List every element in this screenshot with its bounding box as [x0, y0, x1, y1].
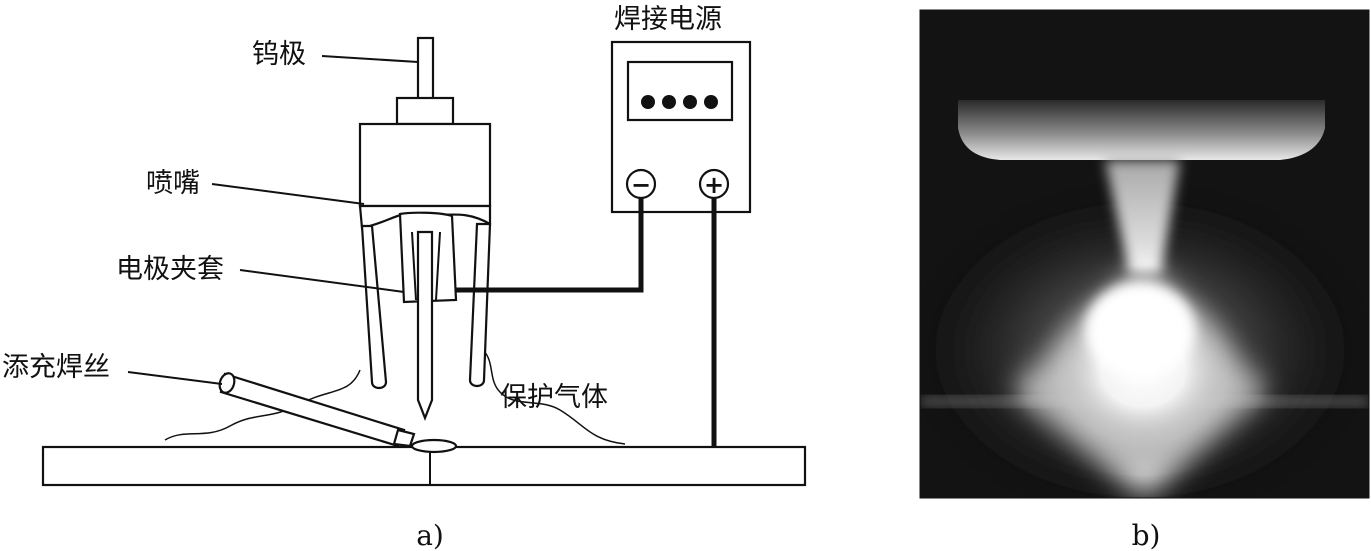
indicator-dot-4 — [704, 95, 718, 109]
caption-b: b) — [1132, 519, 1161, 551]
workpiece-plate — [41, 445, 807, 487]
tungsten-electrode-top — [416, 36, 435, 102]
label-power-source: 焊接电源 — [614, 4, 722, 35]
indicator-dot-1 — [641, 95, 655, 109]
label-collet: 电极夹套 — [116, 254, 224, 285]
nozzle-wall-left — [360, 224, 388, 390]
positive-terminal-symbol: + — [704, 171, 724, 199]
tungsten-electrode-lower — [416, 230, 434, 422]
leader-nozzle — [211, 183, 365, 205]
filler-wire-tip — [392, 428, 416, 448]
torch-body — [358, 122, 492, 208]
photo-electrode-cone — [1105, 160, 1180, 275]
nozzle-wall-right — [468, 222, 492, 388]
photo-arc-hot-spot — [1085, 282, 1195, 378]
photo-nozzle — [958, 100, 1325, 160]
label-tungsten-electrode: 钨极 — [252, 39, 306, 70]
weld-pool — [410, 438, 458, 454]
negative-terminal-symbol: − — [631, 171, 651, 199]
panel-a-schematic: − + 钨极 喷嘴 电极夹套 添充焊丝 保护气体 焊接电源 a) — [2, 4, 807, 551]
torch-cap — [395, 96, 455, 126]
leader-collet — [239, 269, 405, 293]
leader-tungsten — [321, 55, 419, 63]
leader-filler — [127, 371, 223, 385]
label-nozzle: 喷嘴 — [146, 168, 200, 199]
caption-a: a) — [416, 519, 444, 551]
photo-frame — [919, 9, 1370, 499]
shielding-gas-outline-right — [482, 349, 626, 445]
indicator-dot-2 — [662, 95, 676, 109]
negative-cable — [456, 198, 644, 293]
collet-inner — [411, 231, 441, 301]
shielding-gas-outline-left — [164, 369, 361, 441]
indicator-dot-3 — [683, 95, 697, 109]
label-filler-wire: 添充焊丝 — [2, 352, 110, 383]
label-shielding-gas: 保护气体 — [500, 382, 608, 413]
panel-b-arc-photo — [920, 10, 1369, 498]
filler-wire-end — [218, 372, 236, 394]
power-source-display — [626, 60, 734, 122]
